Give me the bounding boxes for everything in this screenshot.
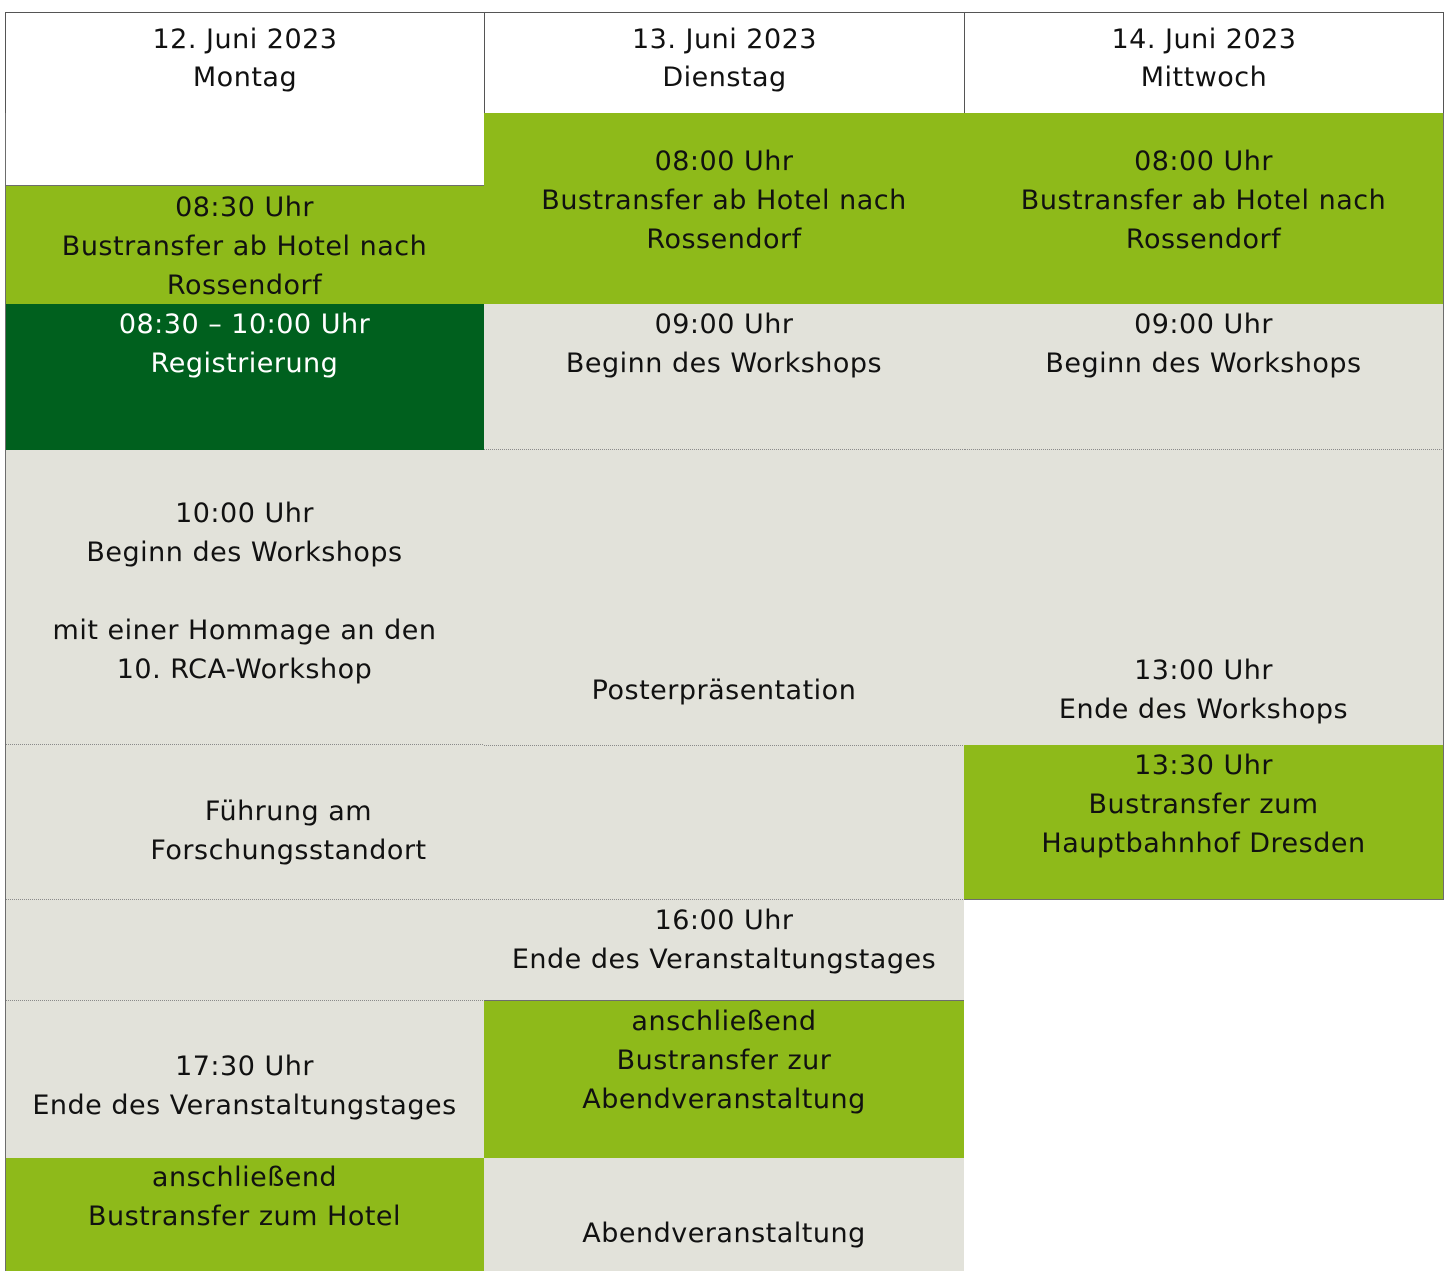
event-title: Abendveranstaltung [582, 1084, 866, 1115]
wednesday-end-of-workshop: 13:00 Uhr Ende des Workshops [964, 450, 1444, 745]
header-date: 14. Juni 2023 [1111, 24, 1297, 55]
tuesday-end-of-day: 16:00 Uhr Ende des Veranstaltungstages [484, 900, 965, 1001]
event-title: Ende des Veranstaltungstages [511, 944, 937, 975]
wednesday-bus-to-station: 13:30 Uhr Bustransfer zum Hauptbahnhof D… [964, 745, 1444, 900]
event-time: 08:30 Uhr [175, 192, 314, 223]
column-header-wednesday: 14. Juni 2023 Mittwoch [964, 12, 1444, 114]
event-time: 13:00 Uhr [1134, 655, 1273, 686]
event-title: Registrierung [150, 348, 339, 379]
event-title: Bustransfer zur [616, 1045, 832, 1076]
tuesday-empty-slot [484, 745, 965, 900]
column-header-tuesday: 13. Juni 2023 Dienstag [484, 12, 965, 114]
monday-registration: 08:30 – 10:00 Uhr Registrierung [5, 304, 485, 450]
event-time: 08:00 Uhr [1134, 146, 1273, 177]
tuesday-evening-event: Abendveranstaltung [484, 1158, 965, 1271]
event-title: Bustransfer ab Hotel nach [1020, 185, 1387, 216]
event-time: 10:00 Uhr [175, 497, 314, 529]
event-title: Hauptbahnhof Dresden [1041, 828, 1366, 859]
event-title: Posterpräsentation [591, 675, 857, 706]
event-title: Rossendorf [1125, 224, 1282, 255]
event-time: 09:00 Uhr [654, 309, 794, 340]
event-title: Führung am [204, 796, 373, 827]
event-time: 13:30 Uhr [1134, 750, 1273, 781]
event-title: Bustransfer zum Hotel [87, 1201, 402, 1232]
event-time: anschließend [151, 1162, 338, 1193]
monday-end-of-day: 17:30 Uhr Ende des Veranstaltungstages [5, 1001, 485, 1158]
event-title: Bustransfer ab Hotel nach [541, 185, 907, 216]
column-header-monday: 12. Juni 2023 Montag [5, 12, 485, 114]
event-title: Forschungsstandort [150, 835, 427, 866]
monday-bus-transfer: 08:30 Uhr Bustransfer ab Hotel nach Ross… [5, 186, 485, 304]
header-weekday: Dienstag [662, 62, 787, 93]
event-time: 08:00 Uhr [654, 146, 794, 177]
event-title: Rossendorf [166, 270, 323, 301]
event-time: anschließend [631, 1006, 817, 1037]
event-title: Bustransfer zum [1088, 789, 1319, 820]
monday-bus-to-hotel: anschließend Bustransfer zum Hotel [5, 1158, 485, 1271]
event-title: Abendveranstaltung [582, 1218, 866, 1249]
event-time: 16:00 Uhr [654, 905, 794, 936]
header-date: 13. Juni 2023 [631, 24, 817, 55]
wednesday-bus-transfer: 08:00 Uhr Bustransfer ab Hotel nach Ross… [964, 113, 1444, 304]
event-title: Beginn des Workshops [565, 348, 883, 379]
tuesday-poster-session: Posterpräsentation [484, 450, 965, 745]
header-weekday: Montag [192, 62, 298, 93]
event-title: Rossendorf [646, 224, 802, 255]
event-note: mit einer Hommage an den [52, 614, 437, 646]
header-weekday: Mittwoch [1140, 62, 1268, 93]
tuesday-workshop-start: 09:00 Uhr Beginn des Workshops [484, 304, 965, 450]
wednesday-workshop-start: 09:00 Uhr Beginn des Workshops [964, 304, 1444, 450]
monday-empty-slot [5, 113, 485, 186]
event-time: 08:30 – 10:00 Uhr [118, 309, 371, 340]
event-title: Beginn des Workshops [86, 536, 403, 568]
schedule-table: 12. Juni 2023 Montag 13. Juni 2023 Diens… [5, 12, 1444, 1271]
event-title: Bustransfer ab Hotel nach [61, 231, 428, 262]
monday-tour: Führung am Forschungsstandort [5, 745, 485, 900]
event-title: Ende des Workshops [1058, 694, 1349, 725]
event-title: Ende des Veranstaltungstages [32, 1089, 457, 1121]
monday-empty-slot [5, 900, 485, 1001]
event-time: 17:30 Uhr [175, 1050, 314, 1082]
wednesday-empty-area [964, 900, 1444, 1271]
event-time: 09:00 Uhr [1134, 309, 1273, 340]
monday-workshop-start: 10:00 Uhr Beginn des Workshops mit einer… [5, 450, 485, 745]
event-title: Beginn des Workshops [1045, 348, 1362, 379]
tuesday-bus-to-evening: anschließend Bustransfer zur Abendverans… [484, 1001, 965, 1158]
tuesday-bus-transfer: 08:00 Uhr Bustransfer ab Hotel nach Ross… [484, 113, 965, 304]
event-note: 10. RCA-Workshop [116, 653, 373, 685]
header-date: 12. Juni 2023 [152, 24, 338, 55]
